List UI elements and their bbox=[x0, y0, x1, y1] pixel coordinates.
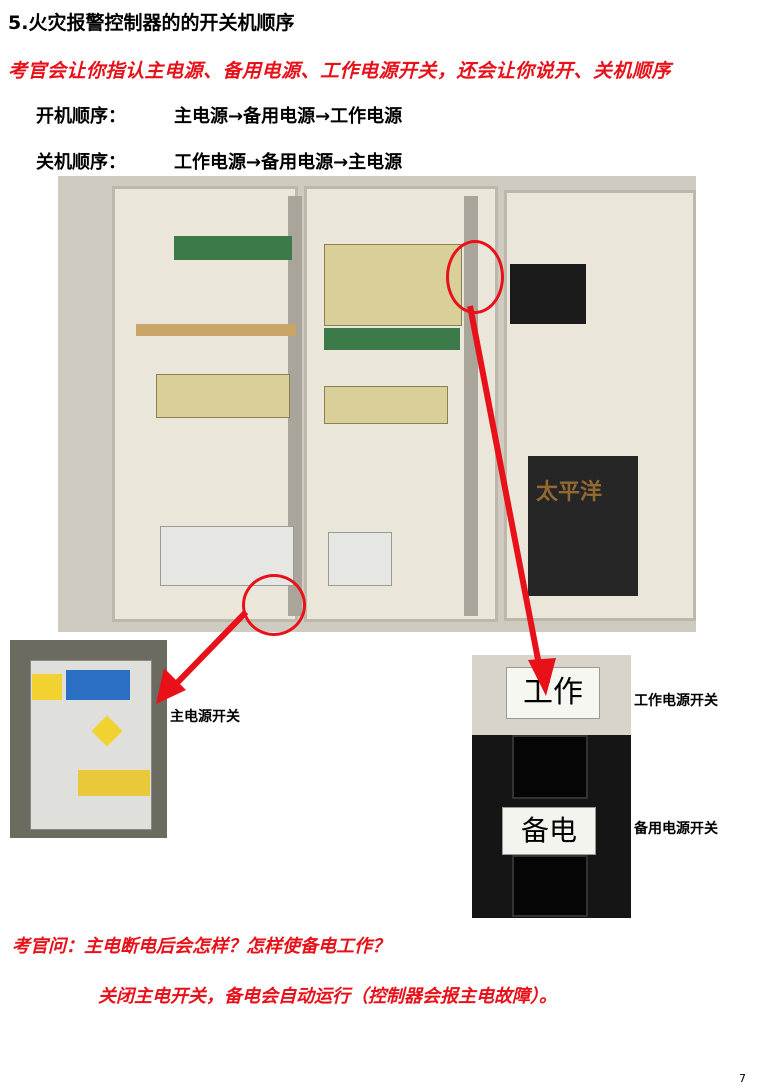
arrow-to-main-switch bbox=[173, 609, 249, 687]
work-switch-caption: 工作电源开关 bbox=[634, 693, 718, 709]
left-power-supply bbox=[156, 374, 290, 418]
power-on-label: 开机顺序： bbox=[36, 106, 126, 127]
backup-power-switch bbox=[512, 855, 588, 917]
middle-battery bbox=[328, 532, 392, 586]
power-on-order: 开机顺序： 主电源→备用电源→工作电源 bbox=[36, 102, 402, 128]
exam-question: 考官问：主电断电后会怎样？怎样使备电工作？ bbox=[12, 936, 390, 957]
power-off-sequence: 工作电源→备用电源→主电源 bbox=[174, 152, 403, 173]
main-switch-photo bbox=[10, 640, 167, 838]
middle-power-supply bbox=[324, 386, 448, 424]
main-switch-highlight-circle bbox=[242, 574, 306, 636]
arrowhead-work bbox=[528, 658, 556, 696]
page-number: 7 bbox=[739, 1072, 746, 1085]
computer-tower bbox=[528, 456, 638, 596]
exam-instruction: 考官会让你指认主电源、备用电源、工作电源开关，还会让你说开、关机顺序 bbox=[8, 60, 672, 82]
arrow-to-work-switch bbox=[467, 305, 543, 671]
exam-answer: 关闭主电开关，备电会自动运行（控制器会报主电故障）。 bbox=[98, 986, 557, 1007]
main-switch-caption: 主电源开关 bbox=[170, 709, 240, 725]
power-on-sequence: 主电源→备用电源→工作电源 bbox=[174, 106, 403, 127]
power-off-label: 关机顺序： bbox=[36, 152, 126, 173]
switch-panel-photo: 工作 备电 bbox=[472, 655, 631, 918]
watermark-text: 太平洋 bbox=[536, 480, 603, 505]
page-heading: 5.火灾报警控制器的的开关机顺序 bbox=[8, 12, 295, 34]
work-power-switch bbox=[512, 735, 588, 799]
power-off-order: 关机顺序： 工作电源→备用电源→主电源 bbox=[36, 148, 402, 174]
work-switch-highlight-circle bbox=[446, 240, 504, 314]
backup-switch-caption: 备用电源开关 bbox=[634, 821, 718, 837]
backup-label-tag: 备电 bbox=[502, 807, 596, 855]
monitor bbox=[510, 264, 586, 324]
cabinet-photo: 太平洋 bbox=[58, 176, 696, 632]
circuit-board bbox=[174, 236, 292, 260]
arrowhead-main bbox=[156, 668, 186, 704]
controller-module bbox=[324, 244, 462, 326]
